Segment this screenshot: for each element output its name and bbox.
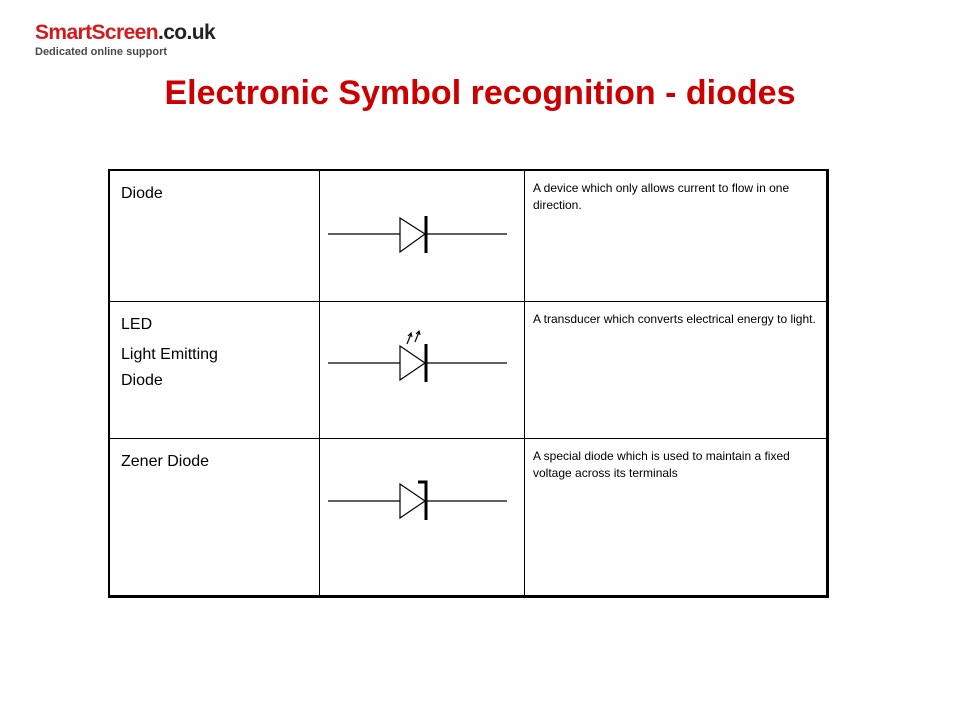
table-row: LED Light Emitting Diode A transducer wh… — [108, 301, 828, 439]
description-cell: A device which only allows current to fl… — [524, 169, 828, 302]
table-row: Zener Diode A special diode which is use… — [108, 438, 828, 597]
smartscreen-logo: SmartScreen.co.uk Dedicated online suppo… — [35, 21, 216, 59]
logo-brand: SmartScreen — [35, 21, 159, 44]
slide-title: Electronic Symbol recognition - diodes — [164, 74, 796, 112]
led-symbol-icon — [328, 329, 507, 382]
logo-tagline: Dedicated online support — [35, 46, 168, 58]
zener-diode-symbol-icon — [328, 480, 507, 520]
symbol-cell — [319, 169, 525, 302]
logo-wordmark: SmartScreen.co.uk — [35, 21, 216, 44]
component-full-name: Light Emitting Diode — [121, 346, 218, 389]
component-name: Zener Diode — [121, 453, 210, 470]
component-name-cell: Zener Diode — [108, 438, 320, 597]
component-name-cell: LED Light Emitting Diode — [108, 301, 320, 439]
logo-domain: .co.uk — [157, 21, 216, 44]
component-name-cell: Diode — [108, 169, 320, 302]
description-cell: A transducer which converts electrical e… — [524, 301, 828, 439]
component-name: Diode — [121, 185, 163, 202]
diode-symbol-icon — [328, 216, 507, 254]
description-cell: A special diode which is used to maintai… — [524, 438, 828, 597]
diode-symbol-table: Diode A device which only allows current… — [108, 169, 829, 598]
symbol-cell — [319, 438, 525, 597]
component-name: LED — [121, 316, 153, 333]
symbol-cell — [319, 301, 525, 439]
table-row: Diode A device which only allows current… — [108, 169, 828, 302]
light-emission-arrows-icon — [406, 329, 421, 345]
